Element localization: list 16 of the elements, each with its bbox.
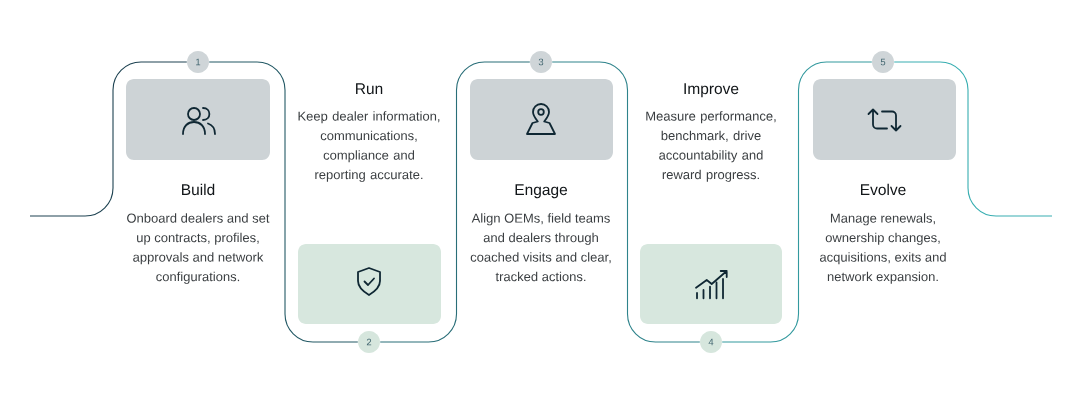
step-title: Engage xyxy=(515,184,568,199)
step-description: Onboard dealers and set up contracts, profiles, approvals and network configurations. xyxy=(127,213,270,284)
step-title: Run xyxy=(356,83,383,95)
step-title: Improve xyxy=(684,83,739,98)
step-title: Build xyxy=(182,183,215,196)
connector-line xyxy=(551,61,701,343)
connector-line xyxy=(208,61,359,343)
connector-line xyxy=(29,61,188,217)
step-description: Align OEMs, field teams and dealers through coached visits and clear, tracked actions. xyxy=(470,213,611,282)
connector-line xyxy=(721,61,873,343)
connector-line xyxy=(893,61,1053,217)
step-description: Measure performance, benchmark, drive accountability and reward progress. xyxy=(646,111,776,182)
step-description: Manage renewals, ownership changes, acquisitions, exits and network expansion. xyxy=(819,213,946,284)
step-title: Evolve xyxy=(861,183,906,196)
step-description: Keep dealer information, communications, compliance and reporting accurate. xyxy=(298,111,440,182)
connector-line xyxy=(379,61,531,343)
